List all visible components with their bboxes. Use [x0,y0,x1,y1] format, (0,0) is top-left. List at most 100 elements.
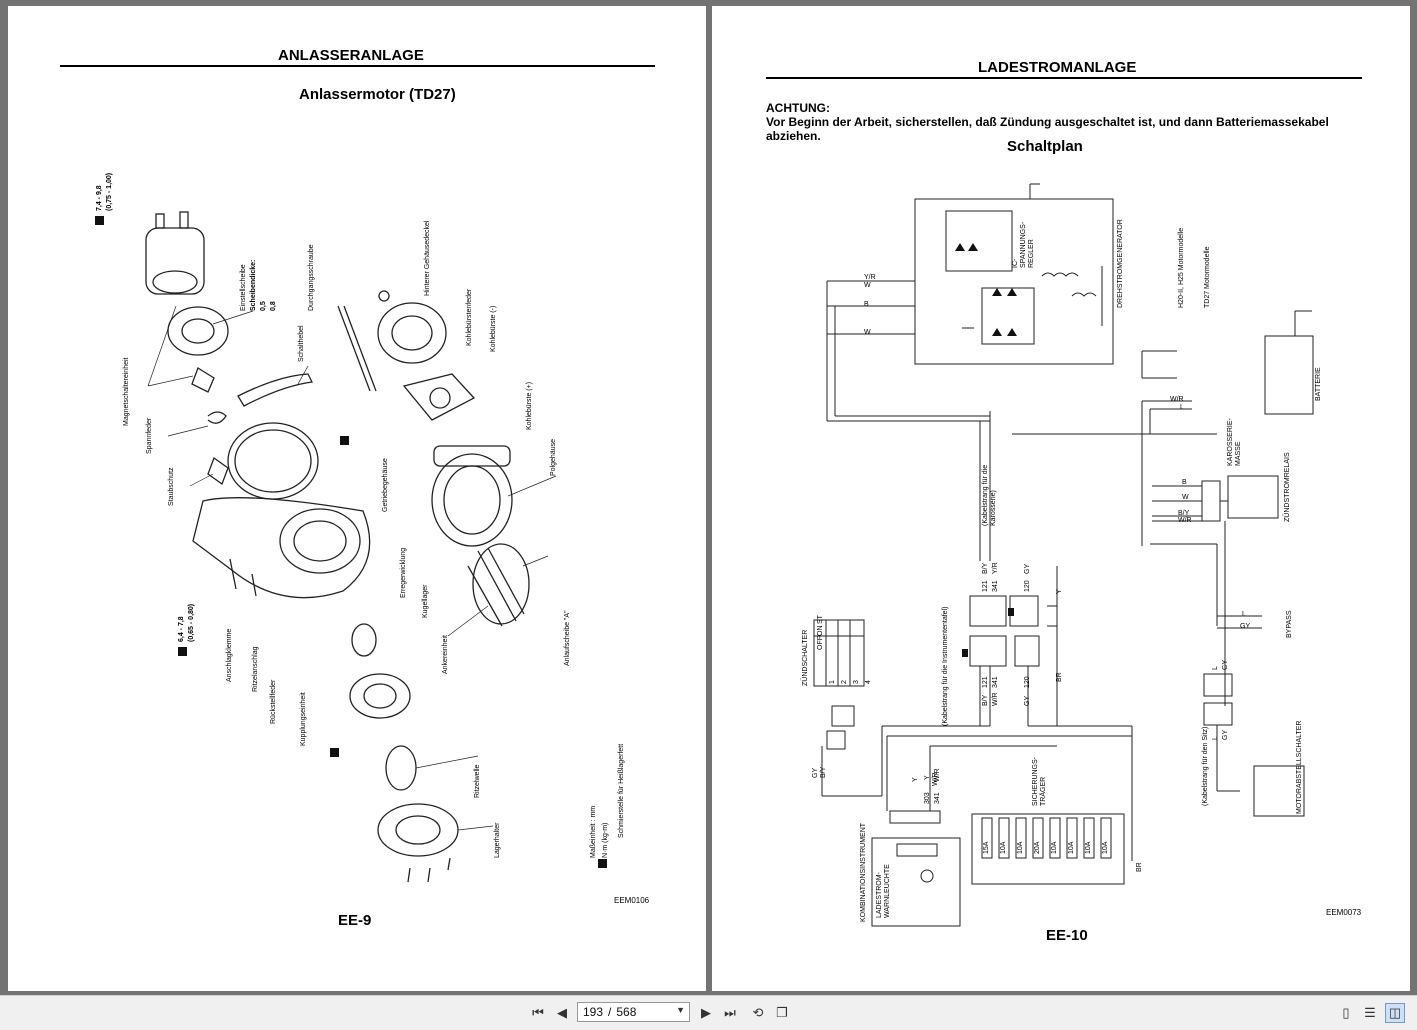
torque-bottom-kg: (0,65 - 0,80) [188,603,195,642]
current-page: 193 [583,1005,604,1019]
warning-text: Vor Beginn der Arbeit, sicherstellen, da… [766,115,1329,143]
wire-code: 120 [1024,580,1031,592]
pages-icon[interactable]: ❐ [776,1005,788,1020]
label-battery: BATTERIE [1315,367,1322,401]
wire-code: Y [912,777,919,782]
fuse-rating: 10A [1085,841,1092,854]
prev-page-icon[interactable]: ◀ [557,1005,567,1020]
header-rule [766,77,1362,79]
label-ign-relay: ZÜNDSTROMRELAIS [1284,452,1291,522]
charging-wiring-diagram [813,183,1314,927]
wire-code: L [1242,611,1246,618]
label-ign-switch: ZÜNDSCHALTER [802,629,809,686]
part-label: Scheibendicke: [250,259,257,311]
wire-code: Y [924,775,931,780]
label-generator: DREHSTROMGENERATOR [1117,219,1124,308]
wire-code: W [864,282,871,289]
label-combination: KOMBINATIONSINSTRUMENT [860,822,867,922]
page-number: EE-9 [338,912,372,929]
wire-code: B/Y [982,562,989,574]
part-label: Anlaufscheibe "A" [564,610,571,666]
wire-code: L [1212,736,1219,740]
part-label: Lagerhalter [494,822,501,858]
part-label: Hinterer Gehäusedeckel [424,220,431,297]
warning-title: ACHTUNG: [766,101,830,115]
figure-title: Schaltplan [1007,138,1083,155]
wire-code: BR [1056,672,1063,682]
wire-code: Y/R [992,562,999,574]
part-label: Spannfeder [146,417,153,454]
label-fuse-box: SICHERUNGS-TRÄGER [1032,756,1047,806]
wire-code: GY [812,767,819,778]
first-page-icon[interactable]: ⏮ [532,1005,544,1020]
part-label: Kugellager [422,584,429,618]
part-label: Erregerwicklung [400,547,407,598]
switch-row: 2 [841,680,848,684]
page-number-select[interactable]: 193 / 568 ▼ [577,1002,690,1022]
switch-row: 1 [829,680,836,684]
wire-code: Y/R [864,274,876,281]
wire-code: 341 [992,676,999,688]
wire-code: B [1182,479,1187,486]
figure-title: Anlassermotor (TD27) [299,86,456,103]
header-rule [60,65,655,67]
part-label: Anschlagklemme [226,628,233,682]
viewer-toolbar: ⏮ ◀ 193 / 568 ▼ ▶ ⏭ ⟲ ❐ ▯ ☰ ◫ [0,995,1417,1030]
wire-code: 303 [924,792,931,804]
part-label: Ritzelwelle [474,764,481,798]
document-page-right: LADESTROMANLAGE ACHTUNG: Vor Beginn der … [712,6,1410,991]
wire-code: W/R [992,692,999,706]
switch-col: ON [817,625,824,637]
torque-top-value: 7,4 - 9,8 [96,185,103,211]
rotate-icon[interactable]: ⟲ [752,1005,764,1020]
label-bypass: BYPASS [1286,610,1293,639]
label-warn-light: LADESTROM-WARNLEUCHTE [876,864,891,918]
label-model-h: H20-II, H25 Motormodelle [1178,227,1185,308]
chevron-down-icon: ▼ [676,1005,685,1015]
wire-code: B [864,301,869,308]
wire-code: 341 [934,792,941,804]
section-header: LADESTROMANLAGE [978,59,1137,76]
fuse-rating: 10A [1017,841,1024,854]
next-page-icon[interactable]: ▶ [701,1005,711,1020]
torque-bottom-value: 6,4 - 7,8 [178,616,185,642]
label-harness-instr: (Kabelstrang für die Instrumententafel) [942,606,949,726]
wire-code: GY [1024,563,1031,574]
part-label: Schalthebel [298,325,305,362]
fuse-rating: 20A [1034,841,1041,854]
total-pages: 568 [616,1005,637,1019]
wire-code: GY [1024,695,1031,706]
part-label: Ritzelanschlag [252,646,259,692]
part-label: Staubschutz [168,467,175,506]
part-label: Polgehäuse [550,439,557,476]
two-page-icon[interactable]: ◫ [1385,1003,1405,1023]
part-label: Kohlebürste (+) [526,381,533,430]
single-page-icon[interactable]: ▯ [1342,1005,1350,1020]
part-label: 0,5 [260,301,267,311]
part-label: Getriebegehäuse [382,458,389,512]
label-harness-seat: (Kabelstrang für den Sitz) [1202,726,1209,806]
legend-grease: Schmierstelle für Heißlagerfett [618,743,625,838]
wire-code: W [1182,494,1189,501]
part-label: Durchgangsschraube [308,244,315,311]
wire-code: 121 [982,676,989,688]
last-page-icon[interactable]: ⏭ [724,1005,736,1020]
label-harness-body: (Kabelstrang für die Karosserie) [982,464,997,526]
starter-exploded-view [95,211,607,883]
wire-code: 121 [982,580,989,592]
wire-code: B/Y [1178,510,1190,517]
part-label: Kohlebürste (-) [490,305,497,352]
switch-col: ST [817,615,824,624]
part-label: Einstellscheibe [240,264,247,311]
section-header: ANLASSERANLAGE [278,47,424,64]
wire-code: 341 [992,580,999,592]
figure-code: EEM0106 [614,896,650,905]
label-model-t: TD27 Motormodelle [1204,246,1211,308]
continuous-page-icon[interactable]: ☰ [1364,1005,1376,1020]
part-label: Kupplungseinheit [300,692,307,746]
wire-code: B/Y [982,694,989,706]
part-label: Rückstellfeder [270,679,277,724]
part-label: Magnetschaltereinheit [123,357,130,427]
label-regulator: IC-SPANNUNGS-REGLER [1012,221,1035,268]
switch-col: OFF [817,636,824,650]
